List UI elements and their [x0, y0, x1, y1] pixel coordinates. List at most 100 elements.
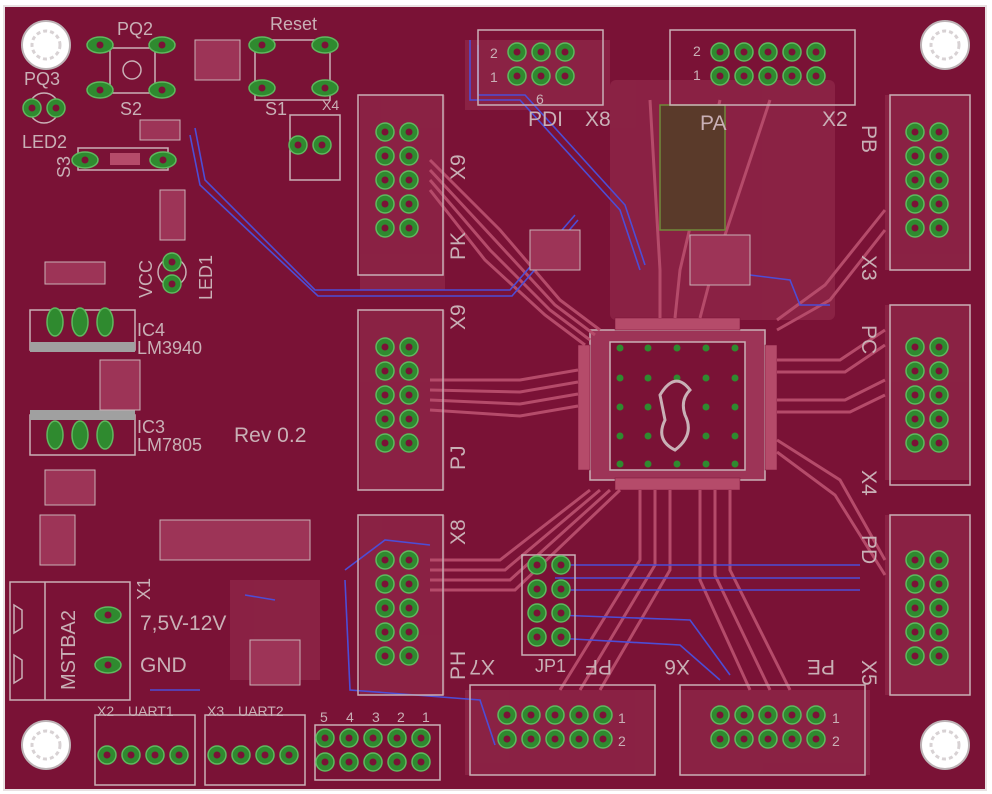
aux-header-pad — [387, 752, 407, 772]
pdi-header-pad — [531, 42, 551, 62]
aux-header-pad — [411, 752, 431, 772]
pj-header-pad — [375, 361, 395, 381]
label-mstba2: MSTBA2 — [58, 610, 80, 690]
label-pdi-pin2: 2 — [490, 45, 498, 61]
pb-header-pad — [905, 122, 925, 142]
x4-small-pad — [312, 135, 332, 155]
pe-header-pad — [710, 729, 730, 749]
label-ph: PH — [447, 651, 470, 680]
pj-header-pad — [399, 337, 419, 357]
pd-header-pad — [929, 598, 949, 618]
uart2-header-pad — [255, 745, 275, 765]
label-hdr-4: 4 — [346, 709, 354, 725]
label-reset: Reset — [270, 14, 317, 34]
pb-header-pad — [905, 194, 925, 214]
mounting-hole-tl — [21, 20, 71, 70]
label-s1: S1 — [265, 99, 287, 119]
ph-header-pad — [399, 550, 419, 570]
pf-header-pad — [569, 705, 589, 725]
pc-header-pad — [905, 361, 925, 381]
label-pdi-pin6: 6 — [536, 91, 544, 107]
label-pj: PJ — [447, 445, 470, 470]
pa-header-pad — [734, 66, 754, 86]
label-x9-pj: X9 — [447, 304, 470, 330]
mstba2-connector — [9, 581, 131, 701]
regulator-pin — [71, 420, 89, 450]
through-hole-pads — [22, 36, 949, 772]
copper-traces — [428, 99, 887, 691]
label-ic3: IC3 — [137, 417, 165, 437]
mcu-chip — [577, 317, 778, 491]
pa-header-pad — [758, 42, 778, 62]
pb-header-pad — [929, 122, 949, 142]
pb-header-pad — [929, 146, 949, 166]
pk-header-pad — [375, 122, 395, 142]
pe-header-pad — [710, 705, 730, 725]
pd-header-pad — [905, 646, 925, 666]
pj-header-pad — [399, 433, 419, 453]
pa-header-pad — [806, 42, 826, 62]
label-pa-pin2: 2 — [693, 43, 701, 59]
pe-header-pad — [806, 729, 826, 749]
power-section — [9, 39, 751, 701]
aux-header-pad — [363, 728, 383, 748]
jp1-header-pad — [527, 603, 547, 623]
jp1-header-pad — [551, 603, 571, 623]
label-ic4: IC4 — [137, 320, 165, 340]
label-led2: LED2 — [22, 132, 67, 152]
label-gnd: GND — [140, 654, 187, 677]
label-pe: PE — [807, 655, 835, 678]
pj-header-pad — [375, 385, 395, 405]
switch-s1-pad — [311, 36, 339, 54]
switch-s1 — [254, 39, 331, 101]
switch-s2-pad — [86, 36, 114, 54]
aux-header-pad — [411, 728, 431, 748]
ph-header-pad — [375, 550, 395, 570]
label-pc: PC — [857, 325, 880, 354]
pc-header-pad — [929, 361, 949, 381]
pf-header-pad — [521, 729, 541, 749]
label-hdr-3: 3 — [372, 709, 380, 725]
switch-s1-pad — [311, 79, 339, 97]
pc-header-pad — [905, 385, 925, 405]
pd-header-pad — [905, 550, 925, 570]
ph-header-pad — [375, 574, 395, 594]
pb-header-pad — [905, 170, 925, 190]
label-x2-uart: X2 — [97, 703, 114, 719]
pd-header-pad — [929, 646, 949, 666]
pk-header-pad — [375, 218, 395, 238]
jp1-header-pad — [551, 555, 571, 575]
aux-header-pad — [339, 728, 359, 748]
label-pb: PB — [857, 125, 880, 153]
pa-header-pad — [806, 66, 826, 86]
label-uart2: UART2 — [238, 703, 284, 719]
pb-header-pad — [929, 170, 949, 190]
pdi-header-pad — [507, 66, 527, 86]
switch-s1-pad — [248, 79, 276, 97]
regulator-pin — [71, 307, 89, 337]
pk-header-pad — [375, 146, 395, 166]
ph-header-pad — [399, 622, 419, 642]
label-x9-pk: X9 — [447, 154, 470, 180]
label-x7-pf: X7 — [469, 655, 495, 678]
pe-header-pad — [782, 729, 802, 749]
label-voltage: 7,5V-12V — [140, 612, 226, 635]
switch-s2-pad — [86, 81, 114, 99]
pf-header-pad — [521, 705, 541, 725]
jp1-header-pad — [527, 579, 547, 599]
pk-header-pad — [399, 170, 419, 190]
label-vcc: VCC — [136, 260, 156, 298]
mstba2-pad — [94, 656, 122, 674]
pd-header-pad — [929, 550, 949, 570]
aux-header-pad — [315, 728, 335, 748]
label-hdr-2: 2 — [397, 709, 405, 725]
label-x4-top: X4 — [322, 97, 339, 113]
pk-header-pad — [375, 194, 395, 214]
pj-header-pad — [399, 385, 419, 405]
label-pf: PF — [585, 655, 612, 678]
pf-header-pad — [593, 729, 613, 749]
pe-header-pad — [734, 729, 754, 749]
uart2-header-pad — [231, 745, 251, 765]
